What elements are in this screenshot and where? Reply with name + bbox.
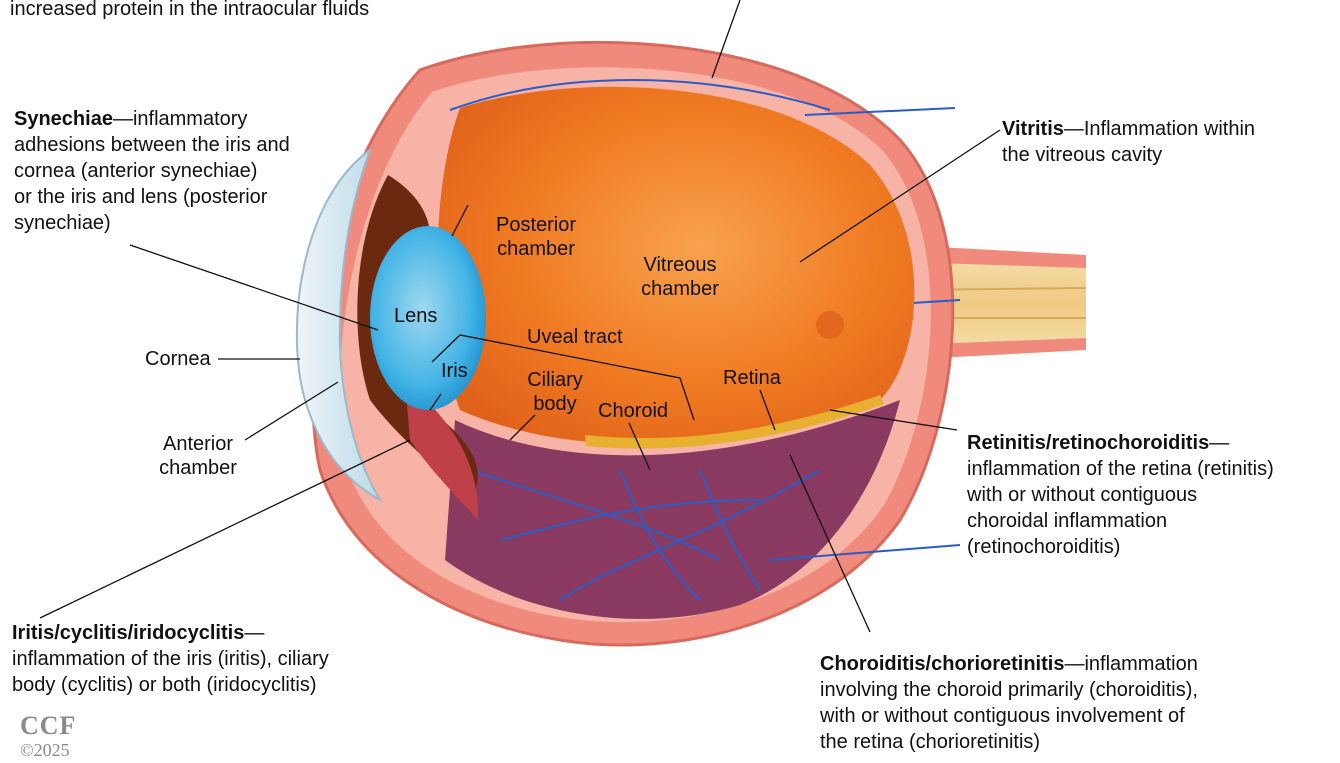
label-posterior-chamber: Posterior chamber: [486, 213, 586, 261]
anterior-chamber-line-2: chamber: [159, 457, 237, 479]
top-annotation-line: increased protein in the intraocular flu…: [10, 0, 369, 20]
retinitis-line-2: inflammation of the retina (retinitis): [967, 458, 1274, 480]
choroiditis-line-1: —inflammation: [1064, 653, 1197, 675]
iritis-term: Iritis/cyclitis/iridocyclitis: [12, 622, 244, 644]
synechiae-line-3: cornea (anterior synechiae): [14, 160, 257, 182]
vitritis-line-1: —Inflammation within: [1064, 118, 1255, 140]
retinitis-line-1: —: [1209, 432, 1229, 454]
iritis-line-2: inflammation of the iris (iritis), cilia…: [12, 648, 329, 670]
iritis-line-1: —: [244, 622, 264, 644]
label-ciliary-body: Ciliary body: [515, 368, 595, 416]
synechiae-line-1: —inflammatory: [113, 108, 247, 130]
vitreous-chamber-line-2: chamber: [641, 278, 719, 300]
label-anterior-chamber: Anterior chamber: [148, 432, 248, 480]
ccf-watermark: CCF ©2025: [20, 712, 80, 763]
choroiditis-line-2: involving the choroid primarily (choroid…: [820, 679, 1198, 701]
retinitis-line-5: (retinochoroiditis): [967, 536, 1120, 558]
ccf-year: ©2025: [20, 740, 80, 760]
top-annotation-text: increased protein in the intraocular flu…: [10, 0, 369, 22]
posterior-chamber-line-1: Posterior: [496, 214, 576, 236]
synechiae-line-5: synechiae): [14, 212, 111, 234]
retinitis-line-4: choroidal inflammation: [967, 510, 1167, 532]
retinitis-line-3: with or without contiguous: [967, 484, 1197, 506]
anterior-chamber-line-1: Anterior: [163, 433, 233, 455]
synechiae-line-2: adhesions between the iris and: [14, 134, 290, 156]
vitritis-annotation: Vitritis—Inflammation within the vitreou…: [1002, 116, 1332, 168]
vitritis-line-2: the vitreous cavity: [1002, 144, 1162, 166]
ciliary-body-line-2: body: [533, 393, 576, 415]
retinitis-term: Retinitis/retinochoroiditis: [967, 432, 1209, 454]
label-cornea: Cornea: [145, 347, 211, 371]
retinitis-annotation: Retinitis/retinochoroiditis— inflammatio…: [967, 430, 1337, 560]
iritis-line-3: body (cyclitis) or both (iridocyclitis): [12, 674, 317, 696]
label-retina: Retina: [723, 366, 781, 390]
synechiae-annotation: Synechiae—inflammatory adhesions between…: [14, 106, 344, 236]
iritis-annotation: Iritis/cyclitis/iridocyclitis— inflammat…: [12, 620, 402, 698]
vitreous-chamber-line-1: Vitreous: [643, 254, 716, 276]
choroiditis-annotation: Choroiditis/chorioretinitis—inflammation…: [820, 651, 1260, 755]
choroiditis-line-4: the retina (chorioretinitis): [820, 731, 1040, 753]
choroiditis-term: Choroiditis/chorioretinitis: [820, 653, 1064, 675]
ciliary-body-line-1: Ciliary: [527, 369, 583, 391]
label-lens: Lens: [394, 304, 437, 328]
posterior-chamber-line-2: chamber: [497, 238, 575, 260]
vitritis-term: Vitritis: [1002, 118, 1064, 140]
choroiditis-line-3: with or without contiguous involvement o…: [820, 705, 1185, 727]
ccf-mark: CCF: [20, 712, 80, 740]
label-iris: Iris: [441, 359, 468, 383]
synechiae-line-4: or the iris and lens (posterior: [14, 186, 267, 208]
synechiae-term: Synechiae: [14, 108, 113, 130]
label-vitreous-chamber: Vitreous chamber: [630, 253, 730, 301]
label-uveal-tract: Uveal tract: [527, 325, 623, 349]
label-choroid: Choroid: [598, 399, 668, 423]
